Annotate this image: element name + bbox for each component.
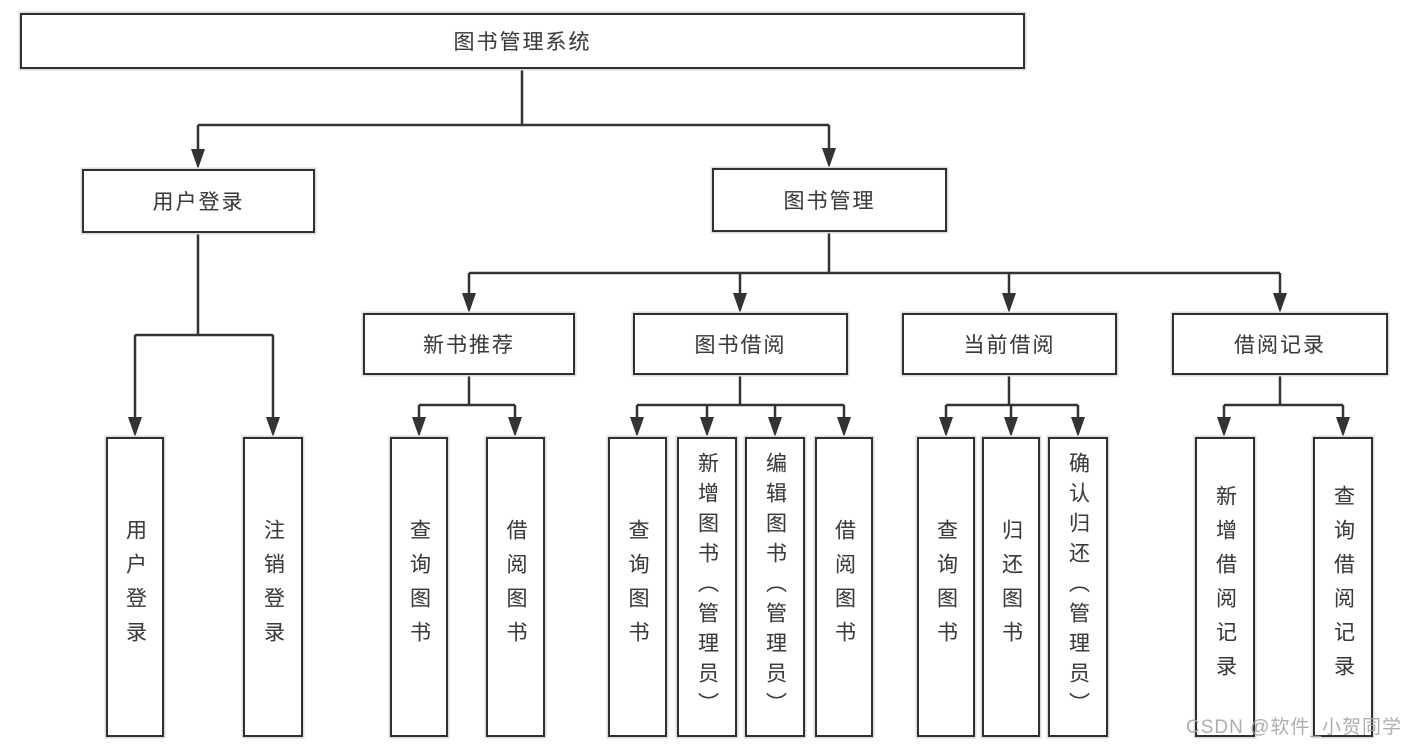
leaf-query-books-recommend: 查询图书 <box>390 437 448 737</box>
node-book-management-label: 图书管理 <box>783 190 876 213</box>
arrow-down-icon <box>1004 417 1018 437</box>
node-book-borrowing-label: 图书借阅 <box>694 334 787 357</box>
leaf-add-books-admin: 新增图书（管理员） <box>677 437 737 737</box>
arrow-down-icon <box>1273 293 1287 313</box>
node-book-management: 图书管理 <box>712 168 947 232</box>
leaf-user-login: 用户登录 <box>106 437 164 737</box>
arrowheads <box>128 148 1350 437</box>
leaf-confirm-return-admin-label: 确认归还（管理员） <box>1066 452 1090 722</box>
leaf-confirm-return-admin: 确认归还（管理员） <box>1048 437 1108 737</box>
arrow-down-icon <box>191 149 205 169</box>
node-root-label: 图书管理系统 <box>453 31 592 54</box>
leaf-query-borrow-record-label: 查询借阅记录 <box>1331 485 1355 689</box>
arrow-down-icon <box>508 417 522 437</box>
arrow-down-icon <box>462 293 476 313</box>
leaf-edit-books-admin-label: 编辑图书（管理员） <box>763 452 787 722</box>
node-user-login-label: 用户登录 <box>152 191 245 214</box>
leaf-edit-books-admin: 编辑图书（管理员） <box>745 437 805 737</box>
node-new-book-recommendation-label: 新书推荐 <box>423 334 515 357</box>
arrow-down-icon <box>700 417 714 437</box>
leaf-borrow-books-recommend: 借阅图书 <box>486 437 545 737</box>
leaf-query-books-current: 查询图书 <box>917 437 975 737</box>
arrow-down-icon <box>630 417 644 437</box>
node-new-book-recommendation: 新书推荐 <box>363 313 575 375</box>
leaf-add-borrow-record: 新增借阅记录 <box>1195 437 1255 737</box>
arrow-down-icon <box>1071 417 1085 437</box>
arrow-down-icon <box>837 417 851 437</box>
node-user-login: 用户登录 <box>82 169 315 233</box>
connector-line <box>133 69 1345 419</box>
watermark: CSDN @软件_小贺同学 <box>1186 717 1402 738</box>
node-current-borrowing-label: 当前借阅 <box>963 334 1056 357</box>
leaf-borrow-books-label: 借阅图书 <box>832 519 856 655</box>
leaf-query-books-current-label: 查询图书 <box>934 519 958 655</box>
arrow-down-icon <box>412 417 426 437</box>
leaf-user-login-label: 用户登录 <box>123 519 147 655</box>
arrow-down-icon <box>822 148 836 168</box>
leaf-logout: 注销登录 <box>243 437 303 737</box>
arrow-down-icon <box>128 417 142 437</box>
node-root: 图书管理系统 <box>20 13 1025 69</box>
arrow-down-icon <box>1336 417 1350 437</box>
leaf-add-borrow-record-label: 新增借阅记录 <box>1213 485 1237 689</box>
arrow-down-icon <box>1002 293 1016 313</box>
arrow-down-icon <box>266 417 280 437</box>
leaf-query-books-borrow-label: 查询图书 <box>626 519 649 655</box>
arrow-down-icon <box>768 417 782 437</box>
node-book-borrowing: 图书借阅 <box>633 313 848 375</box>
node-borrowing-records-label: 借阅记录 <box>1234 334 1326 357</box>
leaf-add-books-admin-label: 新增图书（管理员） <box>695 452 719 722</box>
leaf-return-books-label: 归还图书 <box>999 519 1023 655</box>
leaf-query-borrow-record: 查询借阅记录 <box>1313 437 1373 737</box>
node-borrowing-records: 借阅记录 <box>1172 313 1388 375</box>
leaf-borrow-books: 借阅图书 <box>815 437 873 737</box>
leaf-query-books-borrow: 查询图书 <box>608 437 667 737</box>
arrow-down-icon <box>939 417 953 437</box>
leaf-return-books: 归还图书 <box>982 437 1040 737</box>
leaf-borrow-books-recommend-label: 借阅图书 <box>504 519 527 655</box>
node-current-borrowing: 当前借阅 <box>902 313 1117 375</box>
leaf-logout-label: 注销登录 <box>261 519 285 655</box>
arrow-down-icon <box>733 293 747 313</box>
leaf-query-books-recommend-label: 查询图书 <box>407 519 431 655</box>
arrow-down-icon <box>1217 417 1231 437</box>
